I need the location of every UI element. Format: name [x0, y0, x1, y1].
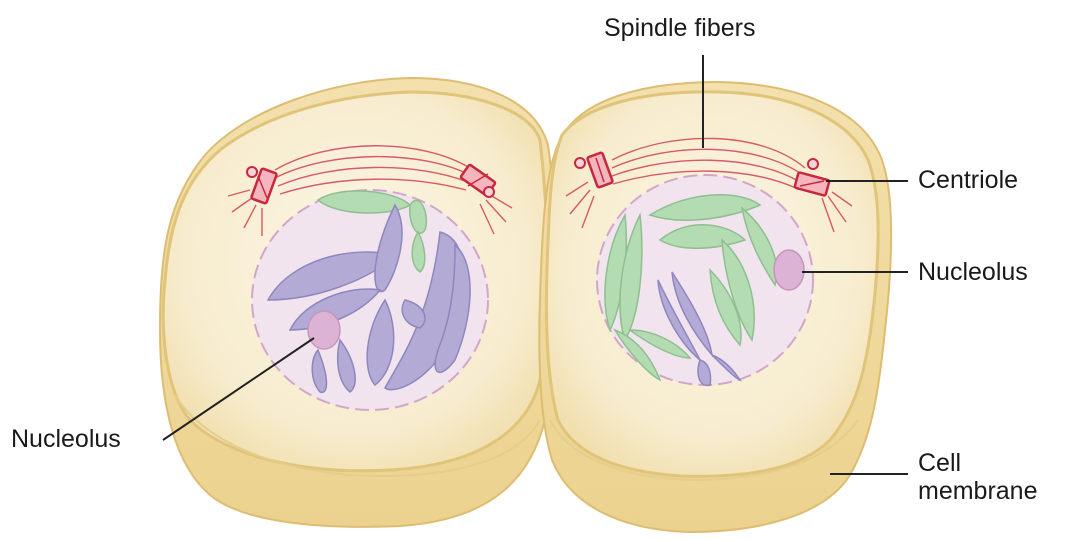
nucleolus-right-label: Nucleolus [918, 258, 1028, 286]
cell-membrane-label-line2: membrane [918, 477, 1038, 505]
centriole-label: Centriole [918, 166, 1018, 194]
cell-membrane-label: Cell membrane [918, 449, 1038, 505]
spindle-fibers-label: Spindle fibers [604, 14, 755, 42]
right-cell [539, 82, 891, 532]
nucleolus-left-label: Nucleolus [11, 425, 121, 453]
cell-membrane-label-line1: Cell [918, 449, 1038, 477]
left-cell [160, 78, 557, 527]
left-nucleolus [308, 311, 340, 349]
right-nucleolus [774, 250, 804, 290]
